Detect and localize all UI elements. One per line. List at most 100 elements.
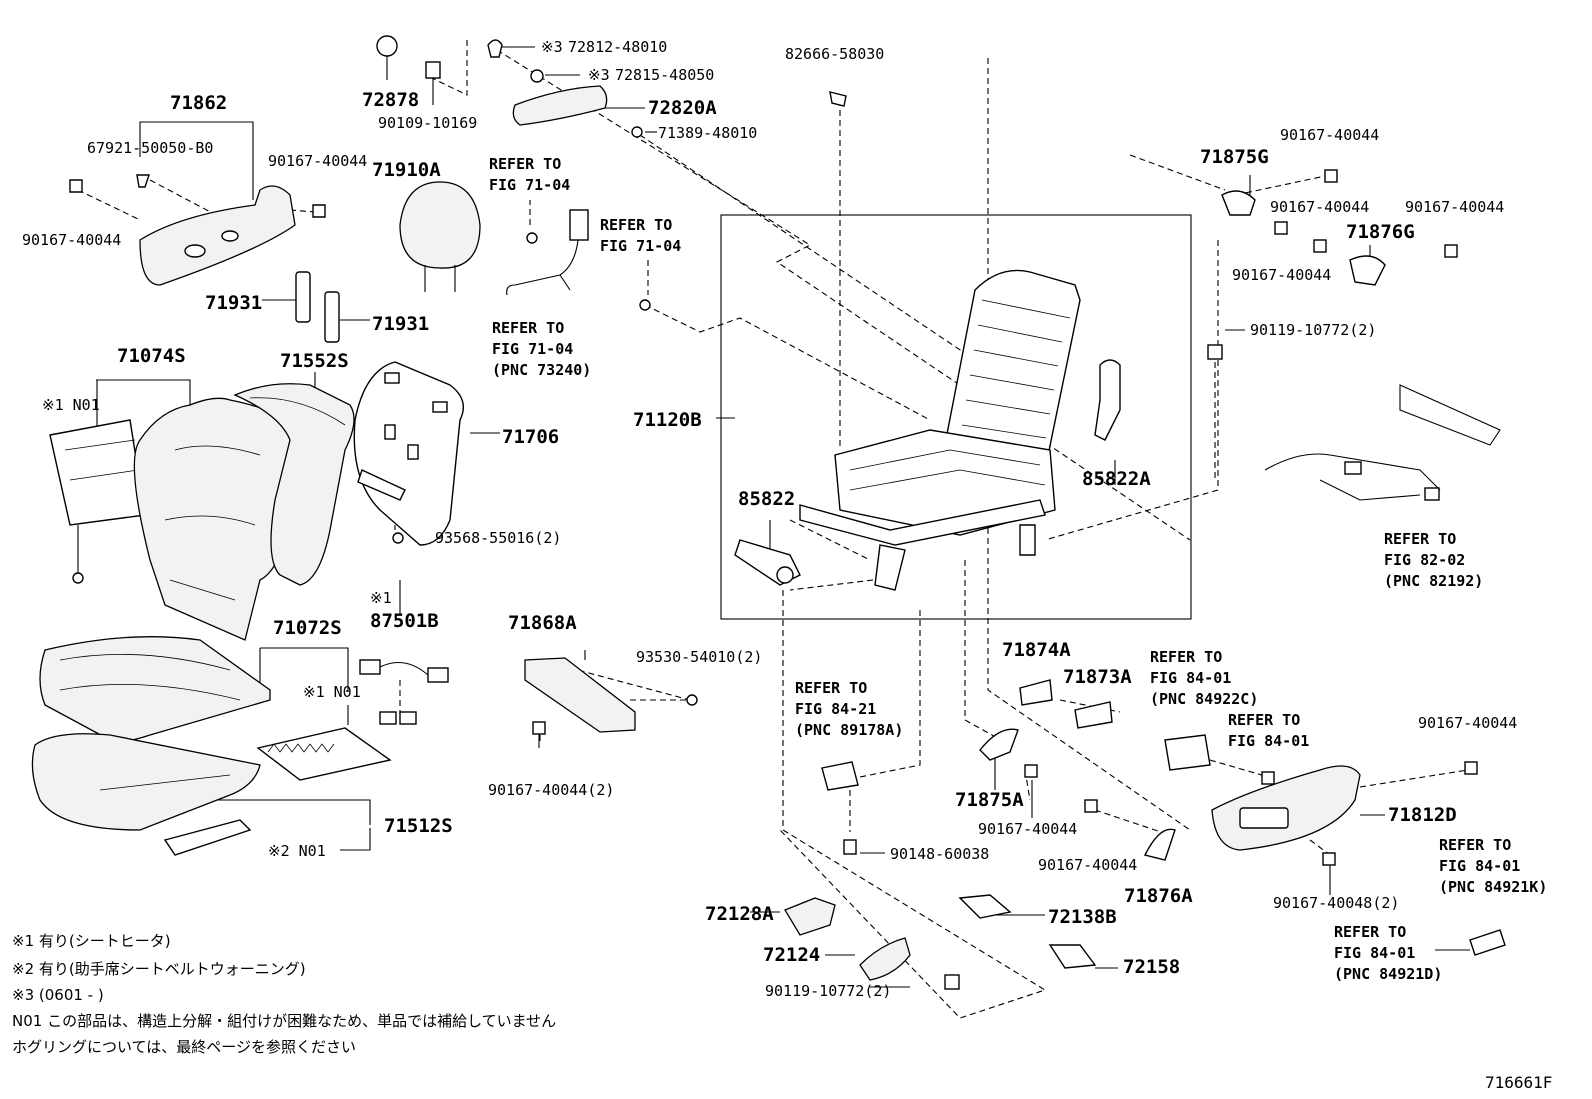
headrest-guides-71931 xyxy=(295,271,340,343)
cushion-pad-71512S xyxy=(31,733,261,831)
refer-fig-84-21[interactable]: REFER TO FIG 84-21 (PNC 89178A) xyxy=(795,679,904,739)
label-72158: 72158 xyxy=(1123,956,1181,978)
refer-fig-84-01-pnc-84922C[interactable]: REFER TO FIG 84-01 (PNC 84922C) xyxy=(1150,648,1259,708)
headrest-71910A xyxy=(399,181,481,292)
refer-fig-84-01-pnc-84921D[interactable]: REFER TO FIG 84-01 (PNC 84921D) xyxy=(1334,923,1443,983)
label-90167-h: 90167-40044 xyxy=(978,820,1078,838)
bracket-71876G xyxy=(1349,255,1386,286)
figure-code: 716661F xyxy=(1485,1073,1553,1092)
label-90167-d: 90167-40044 xyxy=(1270,198,1370,216)
motor-85822A xyxy=(1094,359,1121,441)
clip-72158 xyxy=(1048,944,1097,969)
label-71862: 71862 xyxy=(170,92,228,114)
label-72124: 72124 xyxy=(763,944,821,966)
label-71120B: 71120B xyxy=(633,409,702,431)
refer-fig-84-01-pnc-84921K[interactable]: REFER TO FIG 84-01 (PNC 84921K) xyxy=(1439,836,1548,896)
motor-85822 xyxy=(734,539,801,586)
label-90167-f: 90167-40044 xyxy=(1232,266,1332,284)
bracket-71873A xyxy=(1074,701,1113,729)
switch-84922C xyxy=(1164,734,1211,771)
label-72878: 72878 xyxy=(362,89,420,111)
refer-fig-71-04-pnc-73240[interactable]: REFER TO FIG 71-04 (PNC 73240) xyxy=(492,319,592,379)
marker-3-72812: ※3 xyxy=(541,38,563,56)
heater-mat-cushion xyxy=(256,727,392,781)
marker-N01-b: ※1 N01 xyxy=(303,683,361,701)
label-85822A: 85822A xyxy=(1082,468,1151,490)
clip-72812 xyxy=(487,39,503,58)
label-72128A: 72128A xyxy=(705,903,774,925)
ring-71389 xyxy=(631,126,643,138)
cover-72128A xyxy=(784,897,836,936)
label-72815: 72815-48050 xyxy=(615,66,715,84)
refer-fig-71-04-b[interactable]: REFER TO FIG 71-04 xyxy=(600,216,682,255)
label-93530: 93530-54010(2) xyxy=(636,648,763,666)
label-71931-a: 71931 xyxy=(205,292,263,314)
label-72138B: 72138B xyxy=(1048,906,1117,928)
mat-N01-bottom xyxy=(163,819,252,856)
marker-N01-a: ※1 N01 xyxy=(42,396,100,414)
label-71072S: 71072S xyxy=(273,617,342,639)
connector-87501B xyxy=(359,659,449,725)
label-71931-b: 71931 xyxy=(372,313,430,335)
footnote-2: ※2 有り(助手席シートベルトウォーニング) xyxy=(12,960,306,978)
refer-fig-82-02[interactable]: REFER TO FIG 82-02 (PNC 82192) xyxy=(1384,530,1484,590)
seat-frame-box xyxy=(720,214,1192,620)
label-82666: 82666-58030 xyxy=(785,45,885,63)
footnote-1: ※1 有り(シートヒータ) xyxy=(12,932,171,950)
label-93568: 93568-55016(2) xyxy=(435,529,562,547)
label-72812: 72812-48010 xyxy=(568,38,668,56)
ring-72815 xyxy=(530,69,544,83)
label-71876G: 71876G xyxy=(1346,221,1415,243)
bolt-90119-lower xyxy=(944,974,960,990)
clip-72138B xyxy=(958,894,1012,919)
label-71074S: 71074S xyxy=(117,345,186,367)
label-71868A: 71868A xyxy=(508,612,577,634)
label-71876A: 71876A xyxy=(1124,885,1193,907)
footnote-3: ※3 (0601 - ) xyxy=(12,986,104,1004)
label-90167-k: 90167-40048(2) xyxy=(1273,894,1400,912)
screws-93530-90167 xyxy=(532,694,698,748)
cap-72878 xyxy=(376,35,398,80)
label-71875G: 71875G xyxy=(1200,146,1269,168)
label-71874A: 71874A xyxy=(1002,639,1071,661)
seatback-cover-71074S xyxy=(133,397,301,641)
label-71812D: 71812D xyxy=(1388,804,1457,826)
bracket-71874A xyxy=(1019,679,1053,706)
label-71512S: 71512S xyxy=(384,815,453,837)
seatback-board-71706 xyxy=(353,361,464,546)
bracket-71876A xyxy=(1143,828,1176,861)
label-71552S: 71552S xyxy=(280,350,349,372)
wire-harness-82192 xyxy=(1264,384,1501,501)
label-87501B: 87501B xyxy=(370,610,439,632)
armrest-cover-72820A xyxy=(512,85,608,126)
side-cover-71868A xyxy=(524,657,636,733)
marker-3-72815: ※3 xyxy=(588,66,610,84)
label-71389: 71389-48010 xyxy=(658,124,758,142)
label-90167-a: 90167-40044 xyxy=(268,152,368,170)
screw-93568 xyxy=(392,532,404,544)
bolts-lower-center xyxy=(1024,761,1478,866)
label-90167-c: 90167-40044 xyxy=(1280,126,1380,144)
bracket-71875G xyxy=(1221,190,1256,216)
seat-frame-71120B xyxy=(799,269,1081,591)
label-85822: 85822 xyxy=(738,488,796,510)
cover-72124 xyxy=(859,937,911,981)
label-90148: 90148-60038 xyxy=(890,845,990,863)
bolt-90148 xyxy=(843,839,857,855)
bolts-right-top xyxy=(1207,169,1458,360)
marker-1-87501B: ※1 xyxy=(370,589,392,607)
refer-fig-84-01[interactable]: REFER TO FIG 84-01 xyxy=(1228,711,1310,750)
refer-fig-71-04-a[interactable]: REFER TO FIG 71-04 xyxy=(489,155,571,194)
cushion-cover-71072S xyxy=(39,636,271,743)
armrest-71862 xyxy=(139,185,296,286)
label-90167-g: 90167-40044(2) xyxy=(488,781,615,799)
knob-84921D xyxy=(1469,929,1506,956)
label-90119-a: 90119-10772(2) xyxy=(1250,321,1377,339)
label-71875A: 71875A xyxy=(955,789,1024,811)
label-90167-i: 90167-40044 xyxy=(1038,856,1138,874)
label-90167-e: 90167-40044 xyxy=(1405,198,1505,216)
label-90167-b: 90167-40044 xyxy=(22,231,122,249)
leader-lines xyxy=(96,46,1470,988)
bolt-icons-left xyxy=(69,174,326,218)
